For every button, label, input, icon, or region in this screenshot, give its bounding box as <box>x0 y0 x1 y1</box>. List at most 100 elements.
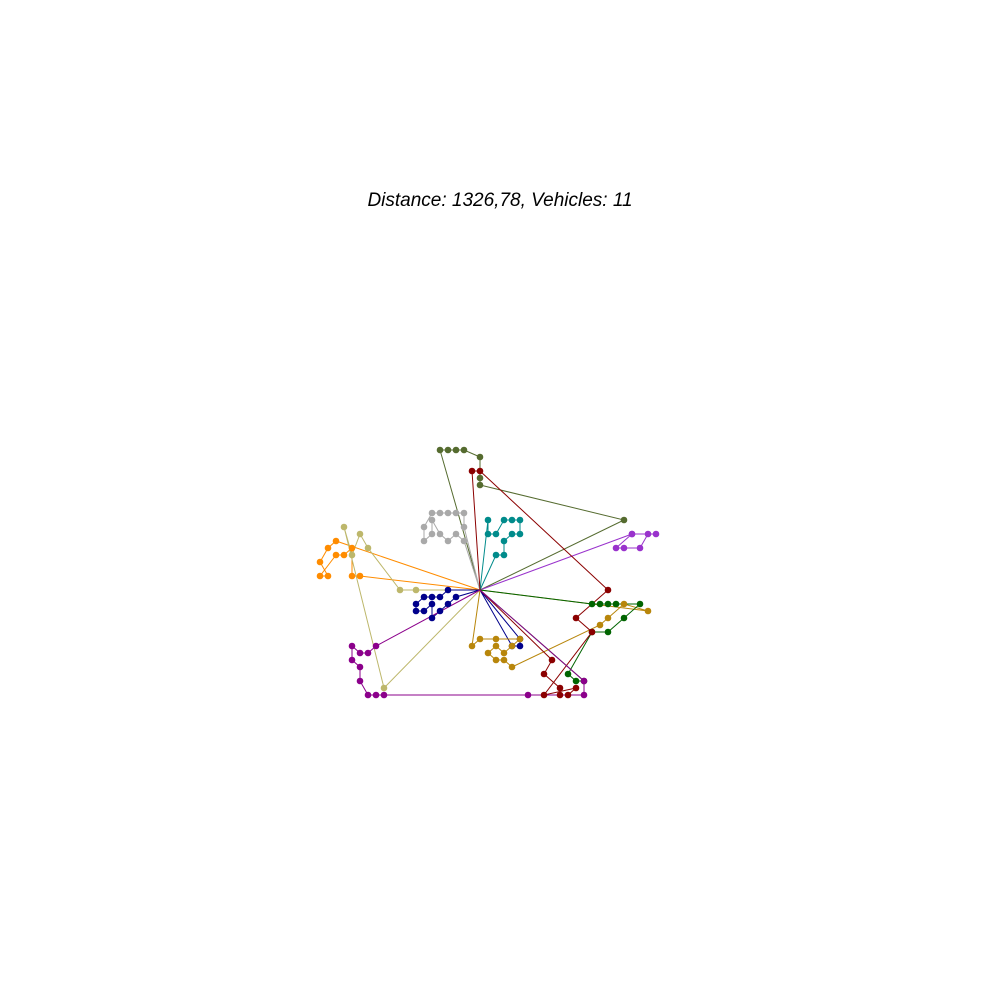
chart-title: Distance: 1326,78, Vehicles: 11 <box>367 190 632 211</box>
route-5-stop-point <box>324 544 332 552</box>
route-7-stop-point <box>452 593 460 601</box>
route-7-stop-point <box>516 642 524 650</box>
route-8-stop-point <box>604 614 612 622</box>
route-5-stop-point <box>356 572 364 580</box>
route-4-stop-point <box>428 530 436 538</box>
route-8-stop-point <box>484 649 492 657</box>
route-11-stop-point <box>364 649 372 657</box>
route-3-stop-point <box>508 530 516 538</box>
route-7-stop-point <box>412 600 420 608</box>
route-5-stop-point <box>316 572 324 580</box>
route-1-stop-point <box>476 481 484 489</box>
route-line-10 <box>471 470 609 696</box>
route-line-4 <box>423 512 481 591</box>
route-4-stop-point <box>460 509 468 517</box>
route-5-stop-point <box>348 544 356 552</box>
route-3-stop-point <box>516 516 524 524</box>
route-1-stop-point <box>620 516 628 524</box>
route-2-stop-point <box>612 544 620 552</box>
route-9-stop-point <box>636 600 644 608</box>
route-6-stop-point <box>380 684 388 692</box>
route-5-stop-point <box>316 558 324 566</box>
route-8-stop-point <box>620 600 628 608</box>
route-8-stop-point <box>508 642 516 650</box>
route-1-stop-point <box>444 446 452 454</box>
route-3-stop-point <box>500 551 508 559</box>
route-6-stop-point <box>412 586 420 594</box>
route-9-stop-point <box>620 614 628 622</box>
route-4-stop-point <box>460 523 468 531</box>
route-10-stop-point <box>540 691 548 699</box>
route-line-11 <box>351 589 585 696</box>
route-line-5 <box>318 540 481 591</box>
route-11-stop-point <box>372 642 380 650</box>
route-11-stop-point <box>356 677 364 685</box>
route-6-stop-point <box>356 530 364 538</box>
route-7-stop-point <box>412 607 420 615</box>
route-3-stop-point <box>484 516 492 524</box>
route-7-stop-point <box>428 600 436 608</box>
route-7-stop-point <box>444 600 452 608</box>
route-11-stop-point <box>356 649 364 657</box>
route-2-stop-point <box>652 530 660 538</box>
route-4-stop-point <box>460 537 468 545</box>
route-10-stop-point <box>564 691 572 699</box>
route-8-stop-point <box>596 621 604 629</box>
route-4-stop-point <box>428 509 436 517</box>
route-4-stop-point <box>436 530 444 538</box>
route-5-stop-point <box>348 572 356 580</box>
route-4-stop-point <box>428 516 436 524</box>
route-line-1 <box>439 449 626 591</box>
route-10-stop-point <box>476 467 484 475</box>
route-11-stop-point <box>364 691 372 699</box>
route-5-stop-point <box>332 551 340 559</box>
route-7-stop-point <box>420 593 428 601</box>
route-3-stop-point <box>500 516 508 524</box>
route-7-stop-point <box>436 593 444 601</box>
route-1-stop-point <box>476 474 484 482</box>
route-8-stop-point <box>500 649 508 657</box>
route-9-stop-point <box>604 628 612 636</box>
route-10-stop-point <box>540 670 548 678</box>
route-9-stop-point <box>572 677 580 685</box>
route-10-stop-point <box>572 614 580 622</box>
route-2-stop-point <box>628 530 636 538</box>
route-9-stop-point <box>588 600 596 608</box>
route-4-stop-point <box>420 537 428 545</box>
route-3-stop-point <box>500 537 508 545</box>
route-8-stop-point <box>492 635 500 643</box>
route-8-stop-point <box>492 656 500 664</box>
route-2-stop-point <box>636 544 644 552</box>
route-5-stop-point <box>332 537 340 545</box>
route-10-stop-point <box>604 586 612 594</box>
points-layer <box>316 446 660 699</box>
route-4-stop-point <box>452 530 460 538</box>
route-9-stop-point <box>612 600 620 608</box>
route-10-stop-point <box>556 684 564 692</box>
route-11-stop-point <box>348 642 356 650</box>
route-4-stop-point <box>452 509 460 517</box>
route-7-stop-point <box>436 607 444 615</box>
route-3-stop-point <box>516 530 524 538</box>
route-7-stop-point <box>428 614 436 622</box>
route-line-3 <box>479 519 521 591</box>
route-10-stop-point <box>588 628 596 636</box>
route-line-8 <box>471 589 649 668</box>
route-7-stop-point <box>428 593 436 601</box>
route-10-stop-point <box>556 691 564 699</box>
route-11-stop-point <box>380 691 388 699</box>
route-11-stop-point <box>372 691 380 699</box>
route-8-stop-point <box>492 642 500 650</box>
route-8-stop-point <box>516 635 524 643</box>
route-11-stop-point <box>348 656 356 664</box>
route-8-stop-point <box>508 663 516 671</box>
route-9-stop-point <box>564 670 572 678</box>
route-11-stop-point <box>524 691 532 699</box>
route-8-stop-point <box>476 635 484 643</box>
route-4-stop-point <box>444 509 452 517</box>
route-8-stop-point <box>500 656 508 664</box>
route-3-stop-point <box>508 516 516 524</box>
route-11-stop-point <box>356 663 364 671</box>
route-7-stop-point <box>444 586 452 594</box>
